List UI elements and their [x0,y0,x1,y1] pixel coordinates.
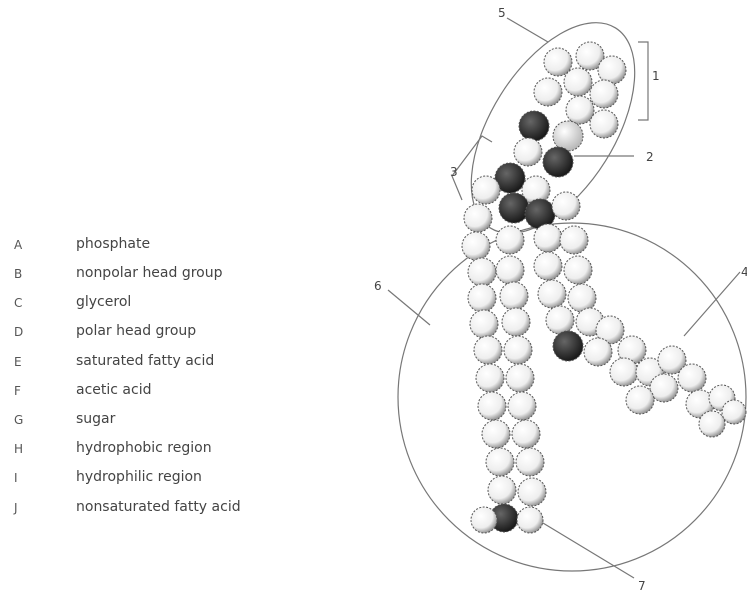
diagram-label-2: 2 [646,150,654,164]
legend-letter: F [14,384,21,398]
legend-letter: H [14,442,23,456]
diagram-label-5: 5 [498,6,506,20]
molecule-atoms [462,42,746,533]
diagram-label-6: 6 [374,279,382,293]
legend-letter: J [14,501,18,515]
diagram-label-3: 3 [450,165,458,179]
legend-item-b: B nonpolar head group [0,263,300,291]
legend-letter: G [14,413,23,427]
legend-text: glycerol [76,294,131,310]
legend-item-g: G sugar [0,409,300,437]
legend-text: phosphate [76,236,150,252]
legend-text: saturated fatty acid [76,353,214,369]
legend-text: polar head group [76,323,196,339]
diagram-label-4: 4 [741,265,747,279]
legend-item-d: D polar head group [0,321,300,349]
bracket-1 [638,42,648,120]
leader-line-5 [507,18,548,42]
legend-letter: I [14,471,18,485]
legend-letter: E [14,355,22,369]
answer-legend: A phosphate B nonpolar head group C glyc… [0,0,300,594]
legend-text: nonpolar head group [76,265,223,281]
legend-item-h: H hydrophobic region [0,438,300,466]
leader-line-6 [388,290,430,325]
legend-text: hydrophilic region [76,469,202,485]
legend-letter: A [14,238,22,252]
legend-letter: D [14,325,23,339]
diagram-label-1: 1 [652,69,660,83]
legend-item-a: A phosphate [0,234,300,262]
diagram-label-7: 7 [638,579,646,593]
legend-text: hydrophobic region [76,440,212,456]
legend-item-f: F acetic acid [0,380,300,408]
legend-text: acetic acid [76,382,151,398]
legend-letter: B [14,267,22,281]
legend-item-e: E saturated fatty acid [0,351,300,379]
legend-item-i: I hydrophilic region [0,467,300,495]
legend-text: nonsaturated fatty acid [76,499,241,515]
phospholipid-diagram: 1 2 3 4 5 6 7 [300,0,747,594]
legend-text: sugar [76,411,115,427]
legend-letter: C [14,296,22,310]
legend-item-c: C glycerol [0,292,300,320]
legend-item-j: J nonsaturated fatty acid [0,497,300,525]
